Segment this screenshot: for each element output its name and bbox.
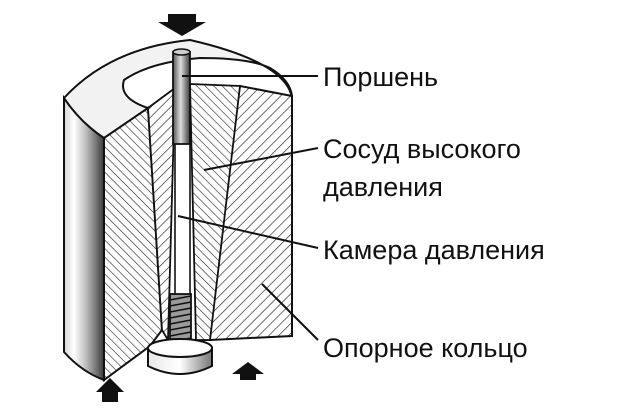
label-vessel-line1: Сосуд высокого	[323, 134, 521, 164]
leader-vessel	[203, 147, 319, 171]
threaded-plug	[169, 293, 192, 345]
leader-lines	[177, 75, 319, 341]
label-support-ring: Опорное кольцо	[323, 333, 528, 363]
pressure-chamber	[174, 139, 191, 301]
force-arrow-top	[158, 14, 206, 36]
vessel-left-section	[103, 106, 164, 382]
force-arrow-bottom-left	[96, 378, 124, 402]
label-piston: Поршень	[323, 62, 438, 92]
leader-support	[261, 283, 319, 341]
leader-chamber	[177, 215, 319, 249]
label-vessel-line2: давления	[323, 172, 443, 202]
support-ring	[147, 338, 213, 375]
force-arrow-bottom-right	[232, 362, 264, 380]
piston-rod	[172, 48, 191, 145]
label-chamber: Камера давления	[323, 235, 545, 265]
